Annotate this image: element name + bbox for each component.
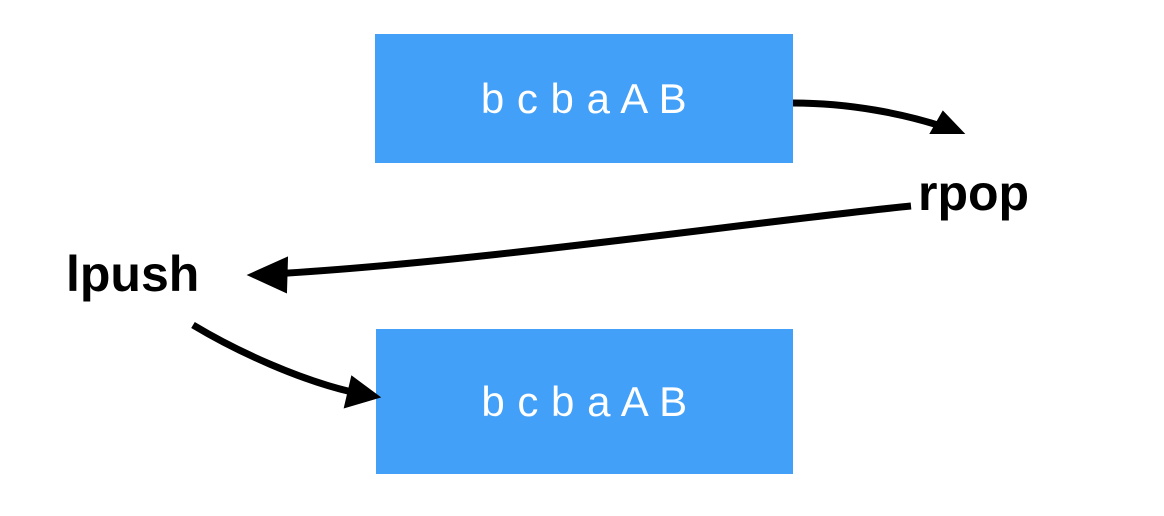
arrow-box-top-to-rpop <box>792 99 966 134</box>
rpop-label: rpop <box>918 165 1030 221</box>
list-box-bottom: b c b a A B <box>376 329 793 474</box>
arrow-rpop-to-lpush <box>246 202 912 294</box>
lpush-label: lpush <box>66 246 200 302</box>
list-box-top: b c b a A B <box>375 34 793 163</box>
arrow-lpush-to-box-bottom <box>191 321 382 409</box>
list-box-top-label: b c b a A B <box>480 74 688 122</box>
list-box-bottom-label: b c b a A B <box>481 377 688 425</box>
